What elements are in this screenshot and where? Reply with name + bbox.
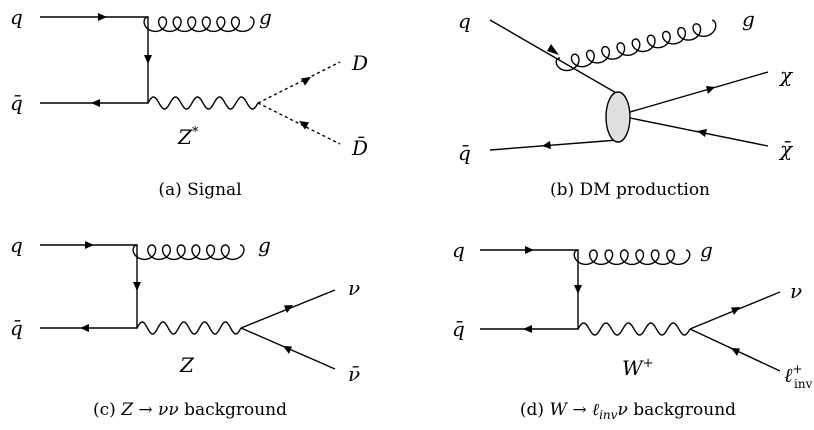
panel-b-gluon — [555, 19, 717, 72]
panel-b-chi-line — [629, 71, 769, 113]
panel-b-blob — [605, 91, 631, 143]
panel-a-signal: q q̄ g Z* D D̄ (a) Signal — [10, 5, 368, 200]
panel-a-quark-arrow-in — [98, 13, 107, 21]
panel-a-dbar-line — [257, 102, 341, 145]
panel-b-label-g: g — [742, 7, 755, 31]
panel-b-label-chibar: χ̄ — [778, 137, 794, 161]
panel-c-label-nu: ν — [348, 276, 360, 300]
panel-d-antiquark-arrow — [523, 325, 532, 333]
panel-d-label-lepton: ℓ+inv — [784, 362, 813, 391]
panel-c-label-z: Z — [179, 353, 195, 377]
panel-a-d-line — [257, 61, 341, 104]
panel-b-dm-production: q q̄ g χ χ̄ (b) DM production — [458, 7, 794, 200]
panel-a-gluon — [143, 16, 255, 33]
panel-a-caption: (a) Signal — [158, 180, 241, 200]
panel-c-label-g: g — [258, 233, 271, 257]
panel-d-w-boson — [577, 322, 691, 336]
panel-a-dbar-arrow — [299, 121, 309, 130]
panel-b-chibar-arrow — [697, 129, 707, 137]
panel-d-label-qbar: q̄ — [452, 317, 465, 341]
panel-c-quark-arrow-down — [133, 282, 141, 291]
panel-c-label-q: q — [10, 233, 23, 257]
panel-b-antiquark-arrow — [542, 141, 551, 149]
panel-c-nu-arrow — [284, 305, 293, 313]
panel-b-quark-arrow — [547, 44, 559, 55]
panel-d-nu-arrow — [731, 307, 740, 315]
panel-c-z-boson — [136, 321, 242, 335]
panel-c-quark-arrow-in — [85, 241, 94, 249]
panel-c-caption: (c) Z → νν background — [93, 400, 287, 420]
panel-a-label-z: Z* — [177, 125, 199, 149]
panel-b-quark-line — [489, 19, 619, 95]
panel-a-antiquark-arrow — [91, 99, 100, 107]
panel-c-label-qbar: q̄ — [10, 316, 23, 340]
panel-b-label-q: q — [458, 9, 471, 33]
panel-a-quark-line — [40, 16, 149, 104]
panel-c-quark-line — [40, 244, 138, 329]
panel-a-label-d: D — [351, 51, 368, 75]
panel-b-label-qbar: q̄ — [458, 141, 471, 165]
panel-a-label-q: q — [10, 5, 23, 29]
panel-a-z-boson — [147, 96, 259, 110]
panel-c-gluon — [132, 244, 245, 261]
panel-d-caption: (d) W → ℓinvν background — [520, 400, 736, 422]
panel-c-z-background: q q̄ g Z ν ν̄ (c) Z → νν background — [10, 233, 360, 420]
panel-d-label-q: q — [452, 238, 465, 262]
panel-d-label-nu: ν — [790, 279, 802, 303]
panel-d-quark-arrow-down — [574, 285, 582, 294]
panel-b-chi-arrow — [706, 86, 715, 94]
panel-d-label-w: W+ — [622, 356, 653, 380]
panel-b-caption: (b) DM production — [550, 180, 710, 200]
panel-a-d-arrow — [301, 77, 311, 86]
panel-d-quark-line — [480, 249, 579, 330]
panel-a-label-g: g — [259, 5, 272, 29]
panel-c-nubar-arrow — [283, 346, 292, 354]
panel-d-lepton-arrow — [731, 348, 740, 356]
panel-d-quark-arrow-in — [525, 246, 534, 254]
panel-b-antiquark-line — [489, 139, 619, 151]
panel-c-label-nubar: ν̄ — [348, 362, 360, 386]
panel-a-quark-arrow-down — [144, 55, 152, 64]
panel-a-label-dbar: D̄ — [351, 135, 368, 160]
panel-b-label-chi: χ — [778, 63, 794, 87]
panel-d-label-g: g — [700, 238, 713, 262]
panel-a-label-qbar: q̄ — [10, 91, 23, 115]
panel-d-w-background: q q̄ g W+ ν ℓ+inv (d) W → ℓinvν backgrou… — [452, 238, 813, 422]
panel-d-gluon — [573, 249, 691, 266]
panel-c-antiquark-arrow — [80, 324, 89, 332]
